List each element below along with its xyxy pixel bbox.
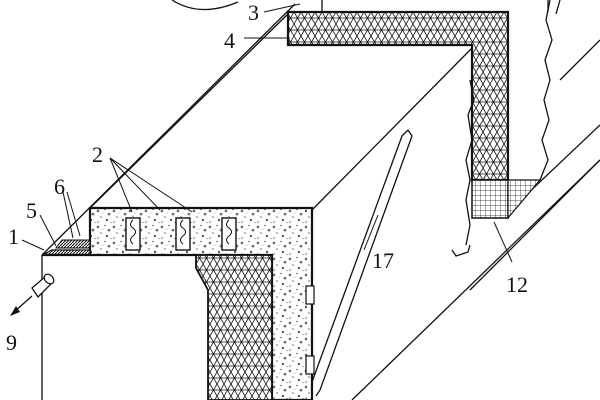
pipe-arc [171,0,239,11]
leader-lines [21,3,513,263]
hook [451,244,471,257]
lower-concrete-section [88,206,314,400]
lower-insulation-core [195,254,273,400]
right-break-line [539,0,553,181]
label-9: 9 [6,330,17,355]
side-bolts [305,285,315,375]
label-3: 3 [248,0,259,25]
anchor-bolt [175,217,191,251]
component-12-grid [471,179,542,220]
label-4: 4 [224,28,235,53]
anchor-bolts [125,217,237,251]
label-12: 12 [506,272,528,297]
upper-insulation-band [286,0,510,182]
flashing-strips [41,239,91,257]
anchor-bolt [125,217,141,251]
insulation-break-line [465,79,475,246]
label-1: 1 [8,224,19,249]
component-9-pipe [10,273,55,316]
component-17-rod [311,129,413,397]
label-17: 17 [372,248,394,273]
label-2: 2 [92,142,103,167]
label-6: 6 [54,174,65,199]
label-5: 5 [26,198,37,223]
anchor-bolt [221,217,237,251]
